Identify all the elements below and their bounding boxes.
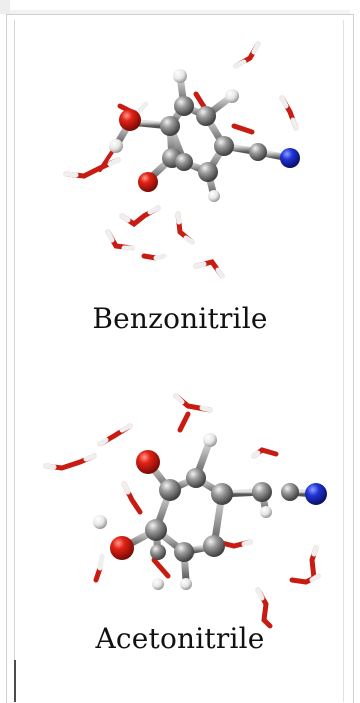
panel-border [14,20,344,702]
panel-left-edge [14,660,16,702]
frame-corner-shade [0,0,10,14]
water-molecules-bottom [43,393,321,629]
atoms-top [109,69,300,202]
benzonitrile-cluster [63,41,300,279]
acetonitrile-label: Acetonitrile [95,622,265,655]
water-molecules-top [63,41,299,279]
benzonitrile-label: Benzonitrile [92,302,268,335]
figure-frame [6,14,354,703]
atoms-bottom [93,433,327,590]
acetonitrile-cluster [43,393,327,629]
frame-top-strip [10,10,350,14]
